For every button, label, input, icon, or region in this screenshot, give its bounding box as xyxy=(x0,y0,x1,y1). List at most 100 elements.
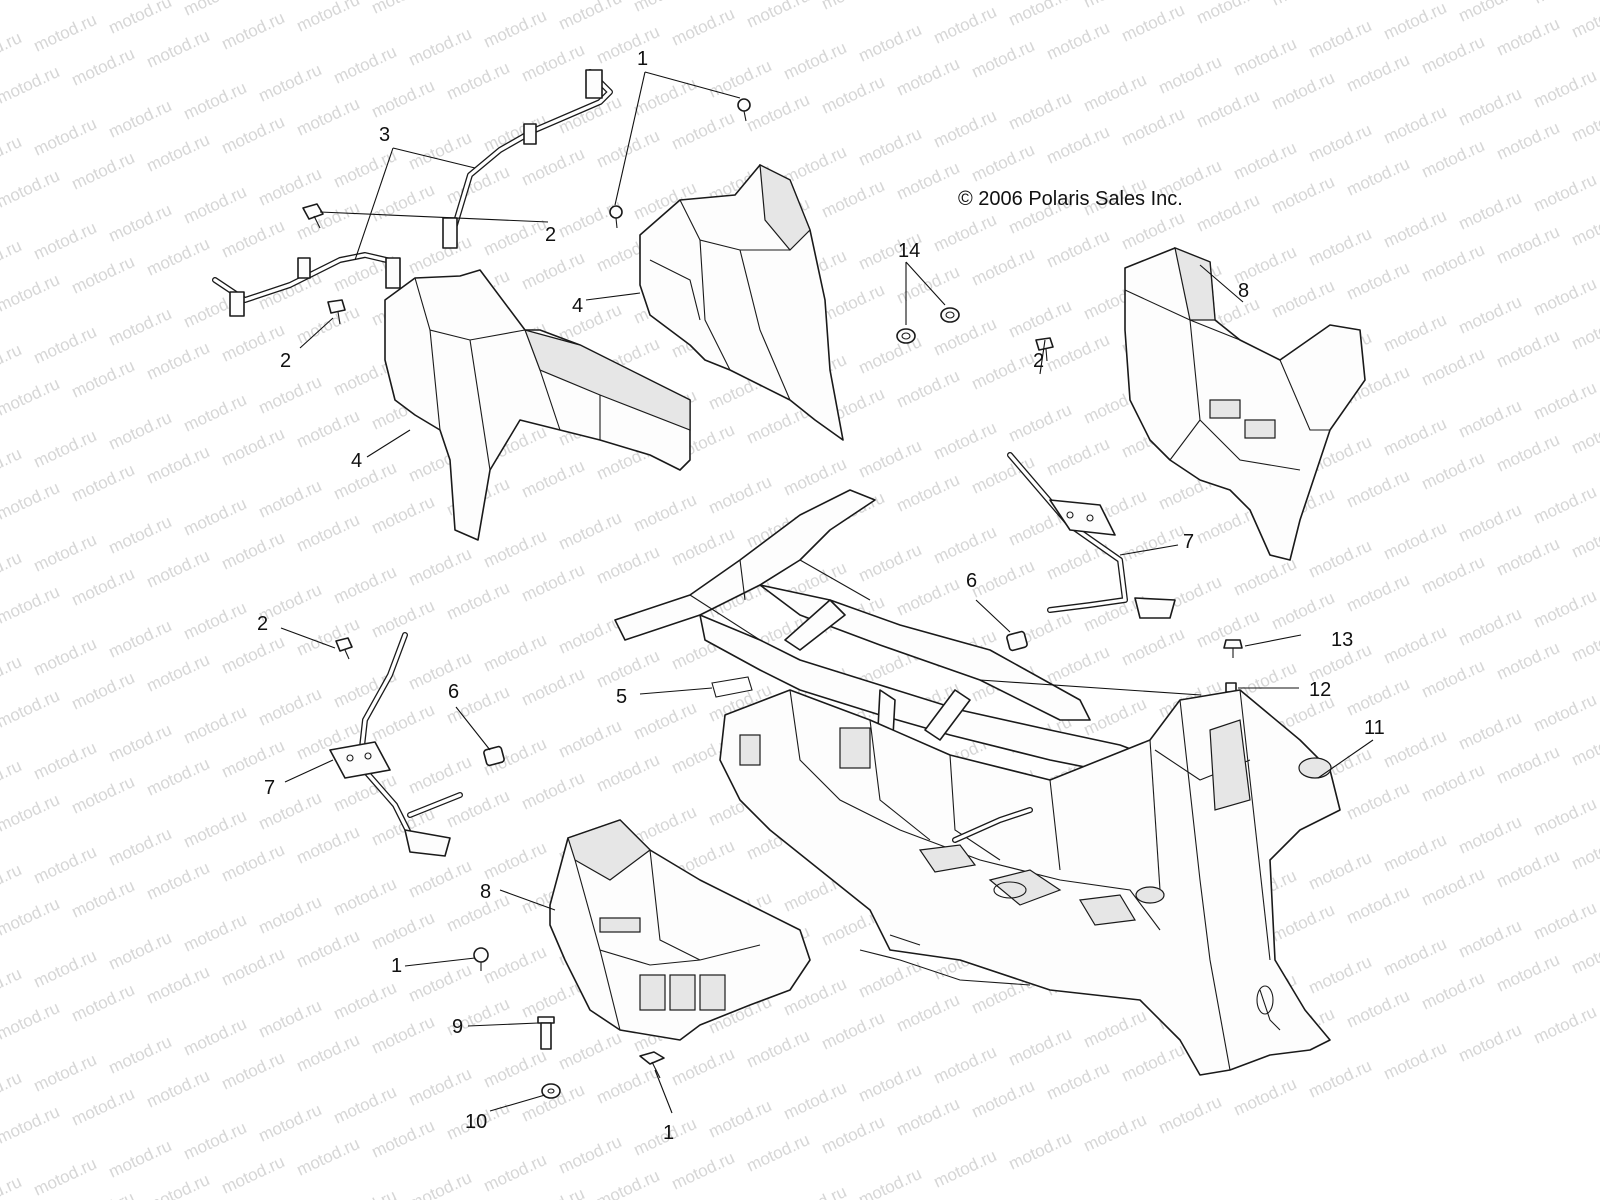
rivet-2d xyxy=(335,637,353,660)
watermark-text: motod.ru xyxy=(1569,724,1600,770)
watermark-text: motod.ru xyxy=(1306,1056,1375,1102)
watermark-text: motod.ru xyxy=(594,1166,663,1200)
watermark-text: motod.ru xyxy=(369,908,438,954)
watermark-text: motod.ru xyxy=(1494,534,1563,580)
callout-10: 10 xyxy=(465,1111,487,1133)
watermark-text: motod.ru xyxy=(1531,170,1600,216)
watermark-text: motod.ru xyxy=(1306,224,1375,270)
watermark-text: motod.ru xyxy=(969,348,1038,394)
watermark-text: motod.ru xyxy=(1044,122,1113,168)
watermark-text: motod.ru xyxy=(594,646,663,692)
rivet-1a xyxy=(737,98,751,122)
watermark-text: motod.ru xyxy=(481,526,550,572)
watermark-text: motod.ru xyxy=(1081,1110,1150,1156)
watermark-text: motod.ru xyxy=(69,1084,138,1130)
watermark-text: motod.ru xyxy=(1494,742,1563,788)
watermark-text: motod.ru xyxy=(106,1032,175,1078)
watermark-text: motod.ru xyxy=(969,36,1038,82)
watermark-text: motod.ru xyxy=(0,444,24,490)
watermark-text: motod.ru xyxy=(144,234,213,280)
watermark-text: motod.ru xyxy=(106,304,175,350)
watermark-text: motod.ru xyxy=(69,148,138,194)
watermark-text: motod.ru xyxy=(144,754,213,800)
watermark-text: motod.ru xyxy=(744,0,813,32)
watermark-text: motod.ru xyxy=(1344,258,1413,304)
watermark-text: motod.ru xyxy=(181,182,250,228)
watermark-text: motod.ru xyxy=(1456,396,1525,442)
watermark-text: motod.ru xyxy=(669,108,738,154)
watermark-text: motod.ru xyxy=(1044,226,1113,272)
watermark-text: motod.ru xyxy=(1381,0,1450,44)
watermark-text: motod.ru xyxy=(294,926,363,972)
watermark-text: motod.ru xyxy=(31,10,100,56)
callout-13: 13 xyxy=(1331,629,1353,651)
watermark-text: motod.ru xyxy=(1344,778,1413,824)
watermark-text: motod.ru xyxy=(969,244,1038,290)
watermark-text: motod.ru xyxy=(181,0,250,20)
watermark-text: motod.ru xyxy=(1006,88,1075,134)
watermark-text: motod.ru xyxy=(1269,172,1338,218)
watermark-text: motod.ru xyxy=(31,114,100,160)
rivet-1b xyxy=(609,205,623,229)
watermark-text: motod.ru xyxy=(856,436,925,482)
watermark-text: motod.ru xyxy=(519,1184,588,1200)
watermark-text: motod.ru xyxy=(1269,900,1338,946)
watermark-text: motod.ru xyxy=(1494,638,1563,684)
watermark-text: motod.ru xyxy=(1081,0,1150,12)
watermark-text: motod.ru xyxy=(1119,624,1188,670)
watermark-text: motod.ru xyxy=(856,956,925,1002)
watermark-text: motod.ru xyxy=(1531,0,1600,8)
watermark-text: motod.ru xyxy=(1344,674,1413,720)
watermark-text: motod.ru xyxy=(106,928,175,974)
watermark-text: motod.ru xyxy=(1569,412,1600,458)
watermark-text: motod.ru xyxy=(406,1064,475,1110)
part-8-right-footwell xyxy=(1124,247,1366,561)
watermark-text: motod.ru xyxy=(256,0,325,2)
watermark-text: motod.ru xyxy=(931,1146,1000,1192)
watermark-text: motod.ru xyxy=(406,24,475,70)
watermark-text: motod.ru xyxy=(1269,68,1338,114)
watermark-text: motod.ru xyxy=(1306,536,1375,582)
watermark-text: motod.ru xyxy=(1531,482,1600,528)
watermark-text: motod.ru xyxy=(219,320,288,366)
part-1-rivets xyxy=(473,98,751,1079)
watermark-text: motod.ru xyxy=(144,442,213,488)
watermark-text: motod.ru xyxy=(1194,190,1263,236)
watermark-text: motod.ru xyxy=(331,1186,400,1200)
part-4-upper-right-fender xyxy=(639,163,844,441)
watermark-text: motod.ru xyxy=(294,0,363,36)
watermark-text: motod.ru xyxy=(894,54,963,100)
watermark-text: motod.ru xyxy=(256,684,325,730)
watermark-text: motod.ru xyxy=(219,944,288,990)
watermark-text: motod.ru xyxy=(0,860,24,906)
watermark-text: motod.ru xyxy=(819,280,888,326)
watermark-text: motod.ru xyxy=(519,664,588,710)
watermark-text: motod.ru xyxy=(69,876,138,922)
callout-8b: 8 xyxy=(480,881,491,903)
watermark-text: motod.ru xyxy=(1494,846,1563,892)
watermark-text: motod.ru xyxy=(969,556,1038,602)
watermark-text: motod.ru xyxy=(519,456,588,502)
watermark-text: motod.ru xyxy=(819,1112,888,1158)
watermark-text: motod.ru xyxy=(0,374,62,420)
watermark-text: motod.ru xyxy=(406,856,475,902)
callout-2c: 2 xyxy=(1033,350,1044,372)
watermark-text: motod.ru xyxy=(1006,1024,1075,1070)
watermark-text: motod.ru xyxy=(556,300,625,346)
watermark-text: motod.ru xyxy=(31,634,100,680)
callout-11: 11 xyxy=(1364,717,1385,739)
part-3-brace-rods xyxy=(212,69,613,317)
watermark-text: motod.ru xyxy=(1344,466,1413,512)
watermark-text: motod.ru xyxy=(0,478,62,524)
watermark-text: motod.ru xyxy=(106,616,175,662)
watermark-text: motod.ru xyxy=(69,564,138,610)
watermark-text: motod.ru xyxy=(481,1150,550,1196)
watermark-text: motod.ru xyxy=(1381,830,1450,876)
watermark-text: motod.ru xyxy=(781,1078,850,1124)
watermark-text: motod.ru xyxy=(1119,208,1188,254)
callout-2a: 2 xyxy=(545,224,556,246)
watermark-text: motod.ru xyxy=(294,302,363,348)
watermark-text: motod.ru xyxy=(1006,296,1075,342)
watermark-text: motod.ru xyxy=(1119,104,1188,150)
callout-5: 5 xyxy=(616,686,627,708)
